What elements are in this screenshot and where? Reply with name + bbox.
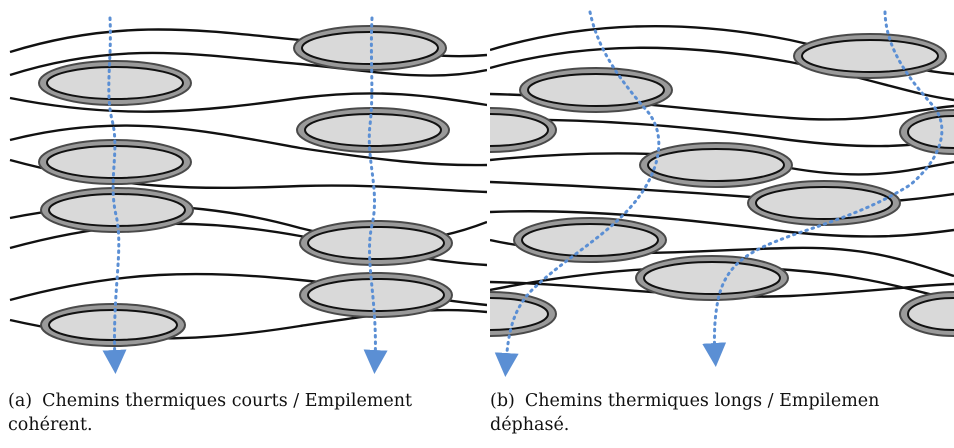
caption-b-line1: (b) Chemins thermiques longs / Empilemen (490, 389, 879, 413)
panel-b-diagram (490, 0, 954, 378)
panel-b-svg (490, 10, 954, 377)
yarn-line (9, 51, 487, 77)
thermal-paths-b (494, 10, 944, 377)
yarn-line (9, 92, 487, 113)
caption-b-tag: (b) (490, 391, 515, 411)
fiber-bundle (40, 303, 186, 347)
panel-a-svg (9, 16, 487, 374)
caption-a-text: Chemins thermiques courts / Empilement (42, 391, 413, 411)
fiber-bundle (299, 272, 453, 318)
caption-a-tag: (a) (8, 391, 33, 411)
thermal-path (102, 16, 127, 374)
thermal-paths-a (102, 16, 388, 374)
fiber-bundle (513, 217, 667, 263)
fiber-bundle (293, 25, 447, 71)
fiber-bundle (899, 109, 954, 155)
fiber-bundle (299, 220, 453, 266)
fiber-bundle (296, 107, 450, 153)
fiber-bundle (639, 142, 793, 188)
fiber-bundle (899, 291, 954, 337)
caption-b-text: Chemins thermiques longs / Empilemen (524, 391, 880, 411)
caption-a: (a) Chemins thermiques courts / Empilemen… (8, 389, 412, 437)
yarn-line (490, 210, 954, 238)
panel-a-diagram (0, 0, 487, 378)
yarn-line (490, 46, 954, 102)
fiber-bundles-b (490, 33, 954, 337)
fiber-bundle (490, 107, 557, 153)
fiber-bundle (490, 291, 557, 337)
thermal-path (363, 16, 388, 374)
thermal-path (494, 10, 661, 377)
fiber-bundle (519, 67, 673, 113)
caption-b-line2: déphasé. (490, 415, 570, 435)
yarn-line (490, 118, 954, 148)
thermal-path (702, 10, 944, 367)
caption-a-line1: (a) Chemins thermiques courts / Empilemen… (8, 389, 412, 413)
fiber-bundle (747, 180, 901, 226)
fiber-bundle (635, 255, 789, 301)
caption-b: (b)Chemins thermiques longs / Empilemen … (490, 389, 879, 437)
fiber-bundle (38, 60, 192, 106)
yarn-line (9, 124, 487, 167)
caption-a-line2: cohérent. (8, 415, 93, 435)
fiber-bundle (793, 33, 947, 79)
